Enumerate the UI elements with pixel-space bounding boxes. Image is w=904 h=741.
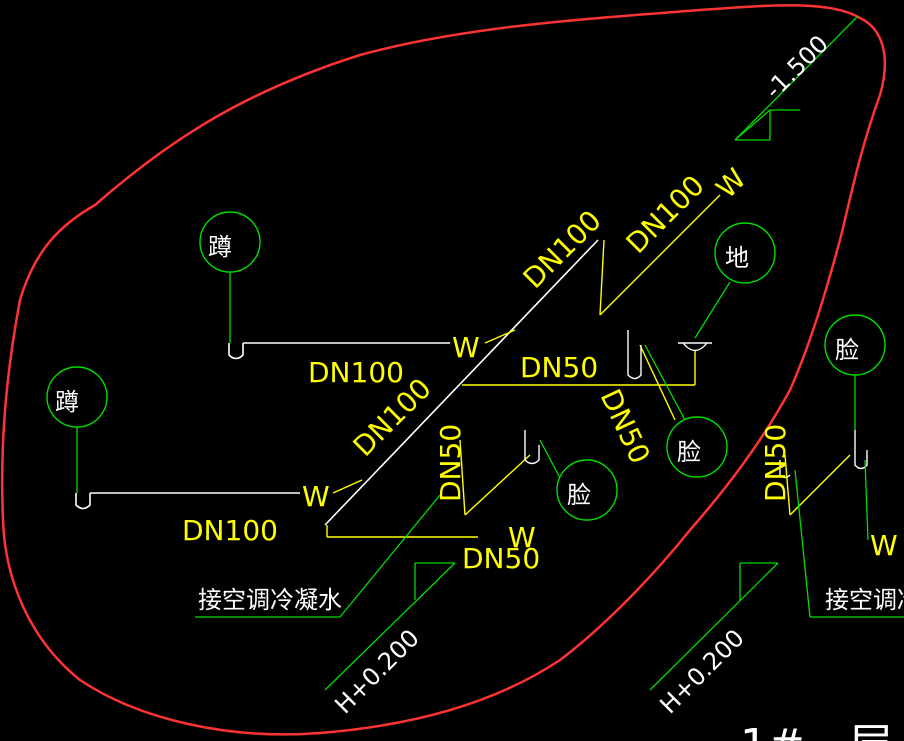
label-w-bottom: W	[508, 521, 536, 554]
w-connector-lower	[332, 479, 363, 494]
condensate-left: 接空调冷凝水	[198, 586, 342, 614]
label-dn50-vert-right: DN50	[759, 424, 792, 502]
leader-elev-top-flag-e	[734, 109, 771, 141]
callout-lines	[76, 15, 904, 691]
label-dn100-lower: DN100	[182, 514, 278, 547]
fixture-basin-low: 脸	[567, 481, 591, 509]
trap-right-small	[779, 460, 791, 479]
branch-dn50-diagonal	[639, 344, 676, 421]
fixture-squat-upper: 蹲	[208, 233, 232, 261]
fixture-squat-lower: 蹲	[55, 388, 79, 416]
riser-top	[599, 239, 605, 316]
label-dn100-upper-right: DN100	[620, 169, 711, 260]
branch-lines	[326, 194, 851, 538]
label-w-lower: W	[302, 480, 330, 513]
label-w-upper: W	[452, 331, 480, 364]
condensate-right: 接空调冷	[825, 586, 904, 614]
branch-right-vertical	[784, 454, 791, 516]
label-dn50-bottom: DN50	[462, 542, 540, 575]
leader-condensate-right-vert	[794, 469, 811, 618]
leader-elev-right	[649, 562, 779, 691]
leader-elev-left	[324, 562, 456, 691]
label-dn50-top: DN50	[520, 351, 598, 384]
circle-floor-drain	[714, 222, 776, 284]
w-connector-upper	[484, 329, 516, 344]
floor-title: 1#一层	[740, 720, 893, 741]
branch-dn50-vertical-left-diag	[464, 454, 531, 516]
circle-basin-right	[824, 314, 886, 376]
p-traps	[524, 330, 868, 479]
label-w-edge: W	[870, 529, 898, 562]
branch-dn50-vertical-left	[459, 439, 466, 516]
trap-low	[524, 430, 540, 465]
leader-w-edge	[864, 459, 869, 541]
leader-basin-mid	[644, 344, 686, 421]
lower-trap	[75, 493, 91, 510]
main-pipes	[75, 239, 599, 526]
circle-squat-upper	[199, 211, 261, 273]
fixture-basin-mid: 脸	[677, 438, 701, 466]
leader-floor-drain	[694, 281, 731, 339]
elevation-top: -1.500	[759, 30, 834, 105]
circle-basin-low	[556, 459, 618, 521]
circle-squat-lower	[46, 366, 108, 428]
upper-trap	[228, 343, 244, 360]
floor-drain-symbol	[678, 342, 712, 352]
fixture-floor-drain: 地	[725, 244, 749, 272]
label-dn100-mid: DN100	[308, 356, 404, 389]
revision-cloud	[0, 4, 887, 736]
fixture-circles	[46, 211, 886, 521]
leader-condensate-left-diag	[339, 494, 441, 618]
leader-basin-low	[539, 439, 561, 479]
main-diagonal-pipe	[324, 239, 599, 526]
label-dn100-diag-top: DN100	[517, 204, 608, 295]
trap-mid	[627, 330, 642, 380]
branch-right-diag	[789, 454, 851, 516]
trap-right	[854, 430, 868, 470]
fixture-basin-right: 脸	[835, 336, 859, 364]
label-dn50-vert-left: DN50	[434, 424, 467, 502]
leader-elev-top	[734, 15, 859, 141]
circle-basin-mid	[666, 416, 728, 478]
label-dn50-diag-right: DN50	[594, 384, 657, 469]
branch-dn100-top	[599, 194, 721, 316]
